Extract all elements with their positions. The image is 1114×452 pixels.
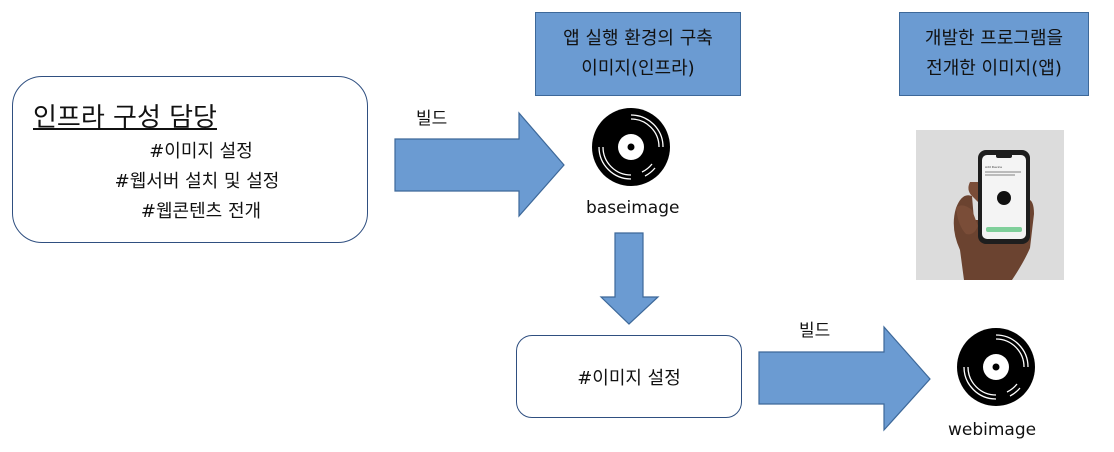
phone-screen-title: Add Device xyxy=(985,165,1003,169)
infra-task-item: #이미지 설정 xyxy=(149,141,253,162)
phone-disc-icon xyxy=(997,191,1011,205)
phone-screen: Add Device xyxy=(982,155,1026,239)
phone-photo: Add Device xyxy=(916,130,1064,280)
image-setting-text: #이미지 설정 xyxy=(577,367,681,389)
build-arrow-2 xyxy=(758,325,931,432)
phone-text-line xyxy=(985,174,1015,176)
infra-role-title: 인프라 구성 담당 xyxy=(33,103,217,133)
deployed-line1: 개발한 프로그램을 xyxy=(924,28,1064,49)
webimage-label: webimage xyxy=(948,420,1037,440)
deployed-line2: 전개한 이미지(앱) xyxy=(926,58,1062,79)
down-arrow xyxy=(599,232,660,325)
base-env-line2: 이미지(인프라) xyxy=(581,58,695,79)
infra-task-list: #이미지 설정 #웹서버 설치 및 설정 #웹콘텐츠 전개 xyxy=(13,137,369,227)
phone-body: Add Device xyxy=(978,150,1030,244)
deployed-image-box: 개발한 프로그램을 전개한 이미지(앱) xyxy=(899,12,1089,96)
infra-role-box: 인프라 구성 담당 #이미지 설정 #웹서버 설치 및 설정 #웹콘텐츠 전개 xyxy=(12,76,368,243)
thumb-shape xyxy=(956,205,978,235)
infra-task-item: #웹서버 설치 및 설정 xyxy=(114,171,280,192)
build-arrow-1 xyxy=(394,111,565,218)
baseimage-label: baseimage xyxy=(586,198,680,218)
image-setting-box: #이미지 설정 xyxy=(516,335,742,418)
phone-button xyxy=(986,227,1022,232)
base-env-line1: 앱 실행 환경의 구축 xyxy=(563,28,713,49)
infra-task-item: #웹콘텐츠 전개 xyxy=(140,201,262,222)
base-env-box: 앱 실행 환경의 구축 이미지(인프라) xyxy=(535,12,741,96)
build-label-2: 빌드 xyxy=(799,321,831,341)
phone-text-line xyxy=(985,171,1021,173)
disc-icon xyxy=(957,328,1035,406)
disc-icon xyxy=(592,108,670,186)
build-label-1: 빌드 xyxy=(416,109,448,129)
phone-notch xyxy=(996,155,1012,158)
